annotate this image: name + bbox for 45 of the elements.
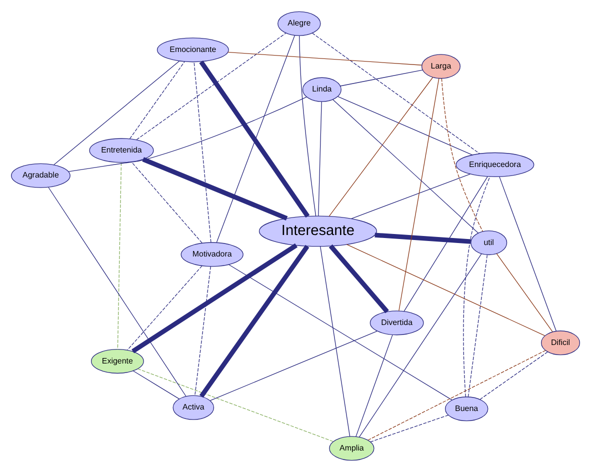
connector xyxy=(199,60,310,218)
connector xyxy=(374,232,472,244)
connector xyxy=(132,243,298,354)
connector xyxy=(53,60,180,166)
connector xyxy=(332,99,479,234)
connector xyxy=(338,96,473,156)
connector xyxy=(132,370,180,400)
connector xyxy=(299,36,316,216)
connector xyxy=(318,101,322,216)
connector xyxy=(351,174,470,219)
connector xyxy=(370,414,449,442)
connector xyxy=(48,186,186,397)
connector xyxy=(68,96,308,172)
connector xyxy=(137,368,334,442)
connector xyxy=(328,77,434,217)
connector xyxy=(129,61,185,140)
connector xyxy=(398,78,440,312)
connector xyxy=(194,62,212,243)
connector xyxy=(480,352,548,400)
connector xyxy=(358,254,482,438)
connector xyxy=(368,350,546,440)
connector xyxy=(346,244,546,336)
connector xyxy=(117,162,122,350)
connector xyxy=(136,32,286,140)
connector xyxy=(404,176,488,312)
connector xyxy=(356,334,393,437)
connector xyxy=(499,176,557,332)
connector xyxy=(312,32,480,154)
connector xyxy=(496,253,553,332)
connector xyxy=(228,264,452,400)
connector xyxy=(441,78,484,232)
connector xyxy=(127,266,202,350)
node-ellipse: Interesante xyxy=(258,216,377,247)
connector xyxy=(468,254,488,398)
connector xyxy=(328,244,389,314)
connector xyxy=(320,246,350,437)
connector xyxy=(216,35,295,243)
connector xyxy=(228,52,422,66)
connector xyxy=(210,330,378,401)
connector xyxy=(199,244,310,398)
connector xyxy=(463,176,490,398)
connector xyxy=(131,162,202,244)
connector xyxy=(142,157,288,221)
connector xyxy=(340,70,423,86)
connector xyxy=(194,266,211,396)
